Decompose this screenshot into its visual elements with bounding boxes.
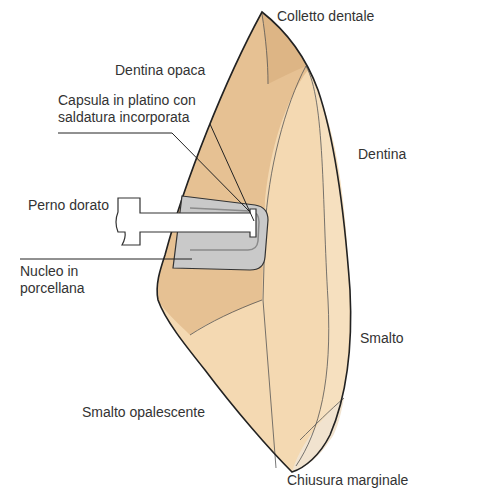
opaque-dentin-region — [157, 12, 308, 335]
leader-line — [210, 124, 254, 221]
region-line — [300, 398, 344, 440]
part-label: Smalto — [360, 330, 404, 347]
gold-pin — [116, 198, 256, 245]
margin-region — [292, 398, 344, 472]
part-label: Smalto opalescente — [82, 404, 205, 421]
part-label: Dentina opaca — [115, 62, 205, 79]
part-label: Chiusura marginale — [287, 472, 408, 489]
region-line — [296, 66, 329, 466]
region-line — [190, 300, 262, 335]
region-line — [263, 66, 306, 468]
leader-lines — [20, 124, 254, 259]
part-label: Perno dorato — [28, 197, 109, 214]
part-label: Capsula in platino con saldatura incorpo… — [58, 92, 223, 126]
region-line — [262, 14, 268, 84]
part-label: Colletto dentale — [277, 8, 374, 25]
part-label: Dentina — [358, 146, 406, 163]
leader-line — [20, 259, 192, 260]
tooth-outline — [157, 12, 351, 472]
tooth-border — [157, 12, 351, 472]
part-label: Nucleo in porcellana — [20, 263, 115, 297]
